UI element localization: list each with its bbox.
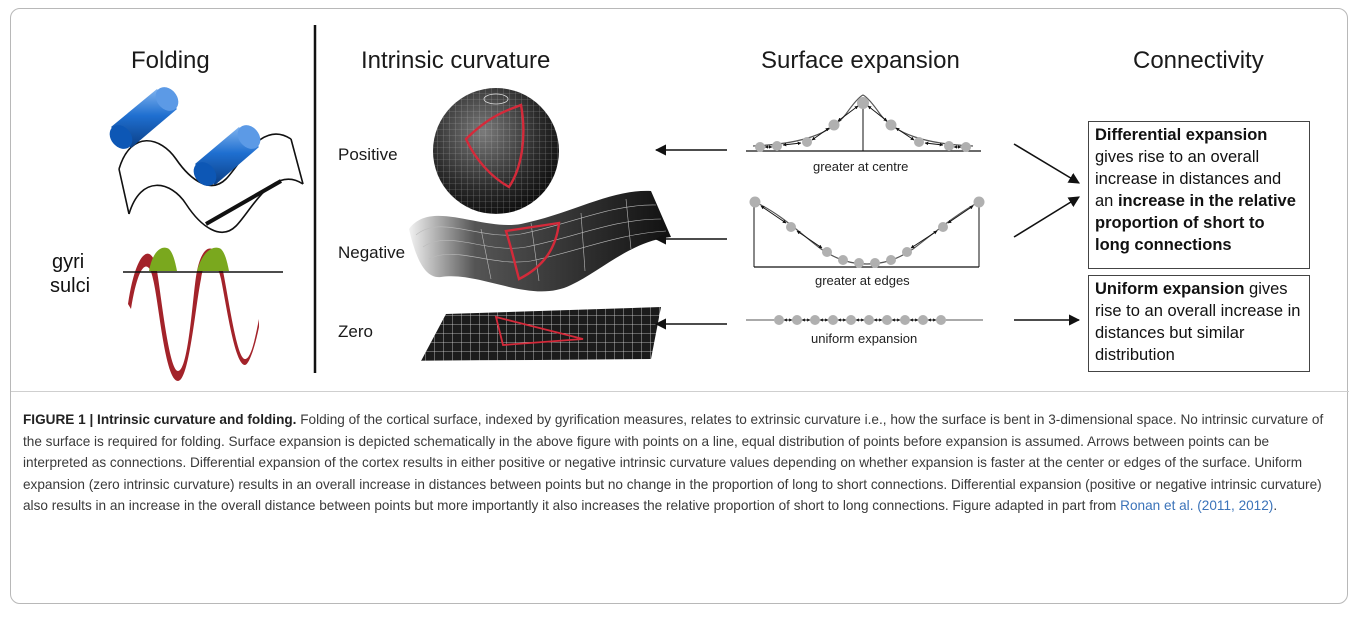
- uniform-expansion-box: Uniform expansion gives rise to an overa…: [1088, 275, 1310, 372]
- label-positive: Positive: [338, 145, 398, 164]
- blue-tube-left: [109, 87, 179, 149]
- caption-greater-at-centre: greater at centre: [813, 159, 909, 174]
- heading-folding: Folding: [131, 47, 210, 74]
- gyri-sulci-wave: [123, 247, 283, 381]
- label-negative: Negative: [338, 243, 406, 262]
- heading-connectivity: Connectivity: [1133, 47, 1264, 74]
- negative-curvature-saddle: [409, 190, 671, 292]
- expansion-centre-diagram: [746, 94, 981, 152]
- caption-end: .: [1273, 498, 1278, 513]
- label-gyri: gyri: [52, 251, 85, 273]
- label-zero: Zero: [338, 322, 373, 341]
- heading-intrinsic-curvature: Intrinsic curvature: [361, 47, 551, 74]
- expansion-uniform-diagram: [746, 315, 983, 325]
- figure-illustration: Folding Intrinsic curvature Surface expa…: [11, 9, 1349, 381]
- arrow-edges-to-differential: [1013, 196, 1080, 238]
- caption-divider: [11, 391, 1349, 392]
- differential-box-text: gives rise to an overall increase in dis…: [1095, 148, 1282, 210]
- differential-expansion-box: Differential expansion gives rise to an …: [1088, 121, 1310, 269]
- uniform-box-title: Uniform expansion: [1095, 280, 1245, 298]
- positive-curvature-sphere: [433, 88, 559, 214]
- blue-tube-right: [193, 125, 261, 186]
- figure-graphics: [109, 25, 1081, 381]
- uniform-box-text: gives rise to an overall increase in dis…: [1095, 280, 1301, 364]
- figure-panel: Folding Intrinsic curvature Surface expa…: [10, 8, 1349, 604]
- expansion-edges-diagram: [749, 196, 985, 268]
- zero-curvature-plane: [421, 307, 661, 361]
- differential-box-emphasis: increase in the relative proportion of s…: [1095, 192, 1296, 254]
- differential-box-title: Differential expansion: [1095, 126, 1268, 144]
- folding-sheet-illustration: [109, 87, 304, 233]
- caption-body: Folding of the cortical surface, indexed…: [23, 412, 1324, 513]
- caption-greater-at-edges: greater at edges: [815, 273, 910, 288]
- label-sulci: sulci: [50, 275, 91, 297]
- heading-surface-expansion: Surface expansion: [761, 47, 960, 74]
- figure-caption: FIGURE 1 | Intrinsic curvature and foldi…: [23, 409, 1335, 517]
- caption-uniform-expansion: uniform expansion: [811, 331, 918, 346]
- citation-link[interactable]: Ronan et al. (2011, 2012): [1120, 498, 1274, 513]
- figure-number-title: FIGURE 1 | Intrinsic curvature and foldi…: [23, 412, 297, 427]
- arrow-centre-to-differential: [1013, 143, 1080, 184]
